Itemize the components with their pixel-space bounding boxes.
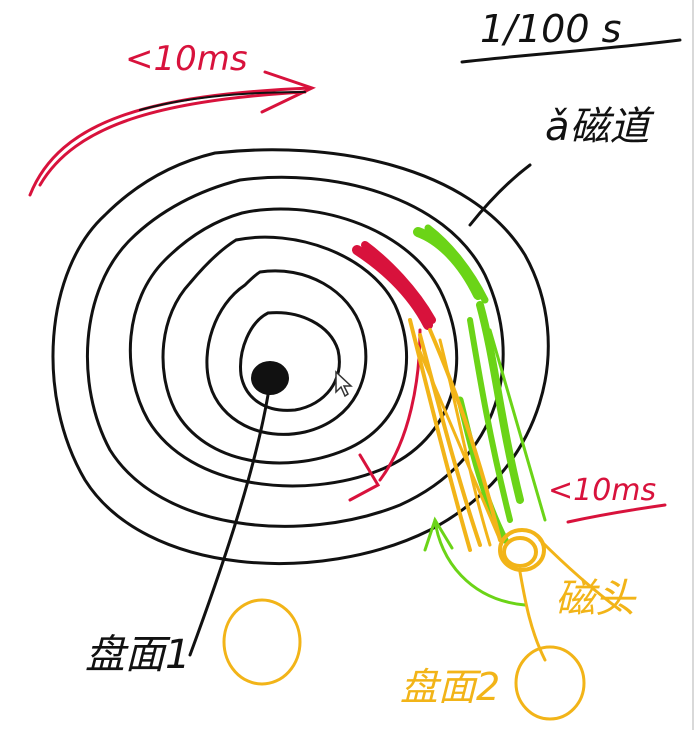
spindle-dot bbox=[251, 361, 289, 395]
disk-tracks bbox=[51, 148, 550, 565]
platter2-label: 盘面2 bbox=[400, 665, 500, 709]
track-ring-3 bbox=[128, 207, 459, 488]
head-label: 磁头 bbox=[555, 576, 637, 622]
head-arm bbox=[408, 318, 502, 552]
green-sector bbox=[413, 224, 547, 607]
rotation-arrow bbox=[28, 70, 316, 197]
cursor-icon bbox=[335, 370, 353, 398]
time-right-label: <10ms bbox=[548, 473, 656, 508]
track-ring-1 bbox=[51, 148, 550, 565]
track-ring-6 bbox=[239, 311, 341, 412]
platter2-connector bbox=[518, 538, 622, 662]
track-leader-line bbox=[468, 163, 532, 227]
rotation-arrow-tail bbox=[139, 91, 306, 111]
time-top-label: <10ms bbox=[125, 39, 248, 79]
platter1-circle bbox=[222, 598, 302, 686]
speed-label: 1/100 s bbox=[480, 7, 621, 51]
head-circle bbox=[498, 528, 546, 572]
track-ring-4 bbox=[161, 235, 409, 465]
platter2-circle bbox=[514, 645, 586, 721]
track-ring-2 bbox=[85, 175, 505, 528]
window-edge bbox=[692, 0, 694, 730]
platter1-label: 盘面1 bbox=[85, 632, 190, 678]
track-ring-5 bbox=[205, 269, 368, 436]
track-label: ǎ磁道 bbox=[545, 104, 655, 150]
speed-underline bbox=[460, 38, 682, 64]
spindle-leader-line bbox=[188, 393, 270, 657]
time-right-underline bbox=[566, 503, 667, 524]
red-sector bbox=[348, 241, 436, 502]
